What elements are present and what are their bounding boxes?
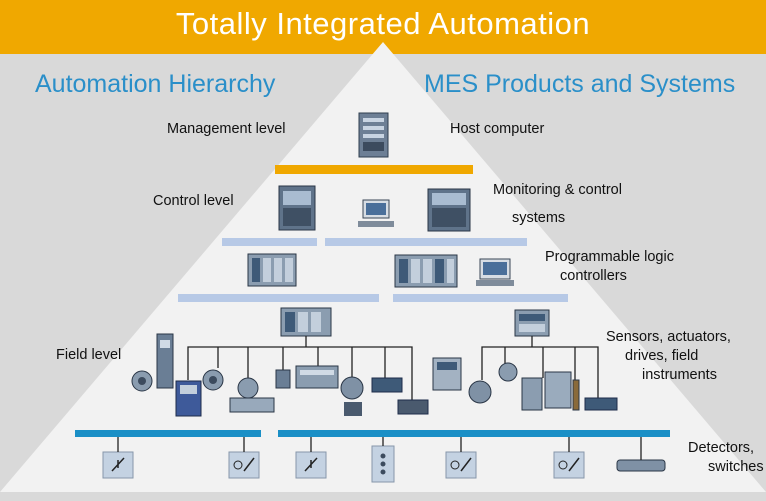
- io-module-icon: [371, 445, 395, 483]
- proximity-sensor-icon: [397, 399, 429, 415]
- proximity-sensor-icon: [228, 451, 260, 479]
- proximity-sensor-icon: [584, 397, 618, 411]
- switch-icon: [295, 451, 327, 479]
- server-icon: [358, 112, 389, 158]
- field-bus-left: [178, 294, 379, 302]
- label-sensors-1: Sensors, actuators,: [606, 329, 731, 345]
- io-module-icon: [280, 307, 332, 337]
- page-title: Totally Integrated Automation: [175, 6, 591, 41]
- proximity-sensor-icon: [275, 369, 291, 389]
- terminal-icon: [476, 258, 514, 286]
- proximity-sensor-icon: [572, 379, 580, 411]
- label-control-level: Control level: [153, 193, 234, 209]
- motor-icon: [498, 362, 518, 382]
- label-field-level: Field level: [56, 347, 122, 363]
- motor-icon: [202, 369, 224, 391]
- label-plc-1: Programmable logic: [545, 249, 674, 265]
- terminal-icon: [371, 377, 403, 393]
- drive-icon: [175, 380, 202, 417]
- label-monitoring-1: Monitoring & control: [493, 182, 622, 198]
- label-sensors-3: instruments: [642, 367, 717, 383]
- io-module-icon: [514, 309, 550, 337]
- control-cabinet-icon: [427, 188, 471, 232]
- management-bus: [275, 165, 473, 174]
- field-bus-right: [393, 294, 568, 302]
- drive-icon: [544, 371, 572, 409]
- valve-icon: [340, 376, 364, 416]
- drive-icon: [432, 357, 462, 391]
- io-module-icon: [521, 377, 543, 411]
- pyramid-shape: [0, 42, 766, 492]
- motor-icon: [131, 370, 153, 392]
- plc-rack-icon: [247, 253, 297, 287]
- workstation-icon: [358, 199, 394, 227]
- label-sensors-2: drives, field: [625, 348, 699, 364]
- field-wiring: [187, 336, 599, 400]
- proximity-sensor-icon: [445, 451, 477, 479]
- detector-wiring: [117, 437, 642, 460]
- heading-automation-hierarchy: Automation Hierarchy: [35, 70, 276, 98]
- proximity-sensor-icon: [553, 451, 585, 479]
- label-plc-2: controllers: [560, 268, 627, 284]
- label-monitoring-2: systems: [512, 210, 566, 226]
- label-detectors-2: switches: [708, 459, 764, 475]
- label-host-computer: Host computer: [450, 121, 545, 137]
- control-bus-right: [325, 238, 527, 246]
- heading-mes-products: MES Products and Systems: [424, 70, 736, 98]
- detector-bus-right: [278, 430, 670, 437]
- plc-rack-icon: [394, 254, 458, 288]
- proximity-sensor-icon: [616, 459, 666, 472]
- label-management-level: Management level: [167, 121, 286, 137]
- valve-icon: [468, 380, 492, 404]
- flowmeter-icon: [229, 377, 275, 413]
- switch-icon: [102, 451, 134, 479]
- drive-icon: [156, 333, 174, 389]
- control-bus-left: [222, 238, 317, 246]
- io-module-icon: [295, 365, 339, 389]
- control-cabinet-icon: [278, 185, 316, 231]
- label-detectors-1: Detectors,: [688, 440, 755, 456]
- detector-bus-left: [75, 430, 261, 437]
